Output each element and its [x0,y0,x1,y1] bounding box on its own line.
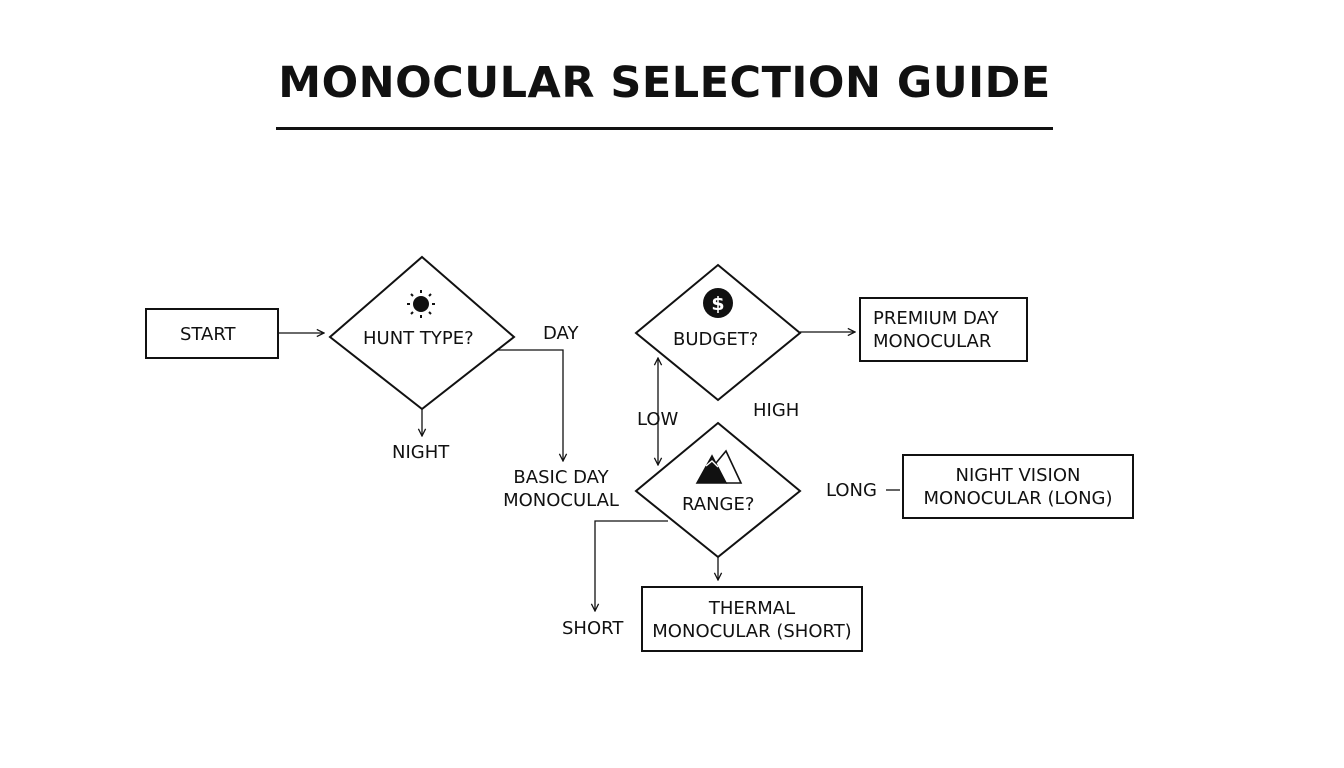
basic-day-label-line2: MONOCULAL [503,490,619,511]
range-label: RANGE? [682,494,755,515]
start-label: START [180,324,236,345]
night-vision-label-line2: MONOCULAR (LONG) [923,488,1113,509]
svg-text:$: $ [711,293,724,315]
mountain-icon [695,449,743,484]
edge-range-short [595,520,668,611]
thermal-box [641,586,863,652]
edge-label-night: NIGHT [392,442,450,463]
page-title: MONOCULAR SELECTION GUIDE [278,58,1051,108]
edge-hunt-day [498,349,563,461]
night-vision-box [902,454,1134,519]
sun-icon [407,290,435,318]
range-diamond [634,421,802,559]
basic-day-label-line1: BASIC DAY [513,467,609,488]
edge-label-day: DAY [543,323,579,344]
budget-diamond [634,263,802,402]
edge-label-long: LONG [826,480,877,501]
premium-day-label-line1: PREMIUM DAY [873,308,999,329]
title-divider [276,127,1053,130]
dollar-icon: $ [703,288,733,318]
edge-label-low: LOW [637,409,679,430]
thermal-label-line1: THERMAL [708,598,796,619]
premium-day-label-line2: MONOCULAR [873,331,992,352]
hunt-type-label: HUNT TYPE? [363,328,474,349]
night-vision-label-line1: NIGHT VISION [955,465,1081,486]
edge-label-short: SHORT [562,618,624,639]
start-box [145,308,279,359]
budget-label: BUDGET? [673,329,759,350]
edge-label-high: HIGH [753,400,800,421]
premium-day-box [859,297,1028,362]
thermal-label-line2: MONOCULAR (SHORT) [652,621,852,642]
